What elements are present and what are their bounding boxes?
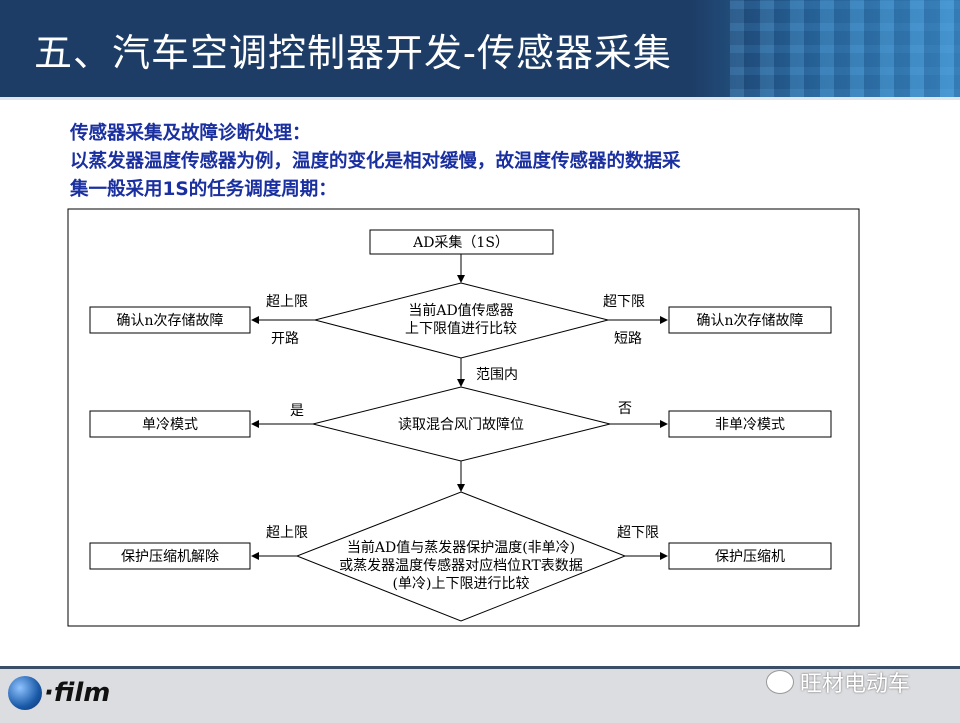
- decision-diamond-3: [295, 491, 627, 622]
- d1-left-bottom-label: 开路: [271, 331, 299, 347]
- watermark-text: 旺材电动车: [800, 672, 911, 697]
- d3-label: 或蒸发器温度传感器对应档位RT表数据: [339, 557, 583, 574]
- box-d2-right: [668, 410, 832, 438]
- box-d1-right: [668, 306, 832, 334]
- start-label: AD采集（1S）: [412, 234, 509, 251]
- slide-title: 五、汽车空调控制器开发-传感器采集: [34, 31, 672, 75]
- logo-text: ·film: [44, 678, 111, 708]
- d2-right-label: 否: [618, 401, 632, 417]
- header-divider: [0, 97, 960, 100]
- watermark: 旺材电动车: [766, 666, 910, 698]
- d3-right-box-label: 保护压缩机: [715, 549, 785, 565]
- d1-right-top-label: 超下限: [603, 294, 645, 310]
- d2-label: 读取混合风门故障位: [398, 416, 524, 433]
- box-d3-right: [668, 542, 832, 570]
- company-logo: ·film: [8, 676, 110, 710]
- d3-label: 当前AD值与蒸发器保护温度(非单冷): [347, 539, 575, 556]
- d3-left-label: 超上限: [266, 525, 308, 541]
- intro-text: 传感器采集及故障诊断处理： 以蒸发器温度传感器为例，温度的变化是相对缓慢，故温度…: [70, 120, 681, 204]
- box-d2-left: [89, 410, 251, 438]
- d2-right-box-label: 非单冷模式: [715, 417, 785, 433]
- slide-header: [0, 0, 960, 97]
- intro-line: 传感器采集及故障诊断处理：: [70, 123, 311, 144]
- d2-left-box-label: 单冷模式: [142, 417, 198, 433]
- d3-label: (单冷)上下限进行比较: [393, 576, 530, 592]
- d2-left-label: 是: [290, 403, 304, 419]
- d3-right-label: 超下限: [617, 525, 659, 541]
- d3-left-box-label: 保护压缩机解除: [121, 549, 219, 565]
- d1-left-top-label: 超上限: [266, 294, 308, 310]
- d1-left-box-label: 确认n次存储故障: [116, 313, 223, 329]
- box-d3-left: [89, 542, 251, 570]
- d1-label: 上下限值进行比较: [405, 321, 517, 337]
- intro-line: 以蒸发器温度传感器为例，温度的变化是相对缓慢，故温度传感器的数据采: [70, 151, 681, 172]
- globe-icon: [8, 676, 42, 710]
- d1-right-box-label: 确认n次存储故障: [696, 313, 803, 329]
- header-decoration: [730, 0, 960, 97]
- d1-down-label: 范围内: [476, 366, 518, 383]
- wechat-icon: [766, 670, 794, 694]
- intro-line: 集一般采用1S的任务调度周期：: [70, 179, 337, 200]
- d1-label: 当前AD值传感器: [408, 302, 513, 319]
- slide-footer: [0, 666, 960, 723]
- box-d1-left: [89, 306, 251, 334]
- d1-right-bottom-label: 短路: [614, 331, 642, 347]
